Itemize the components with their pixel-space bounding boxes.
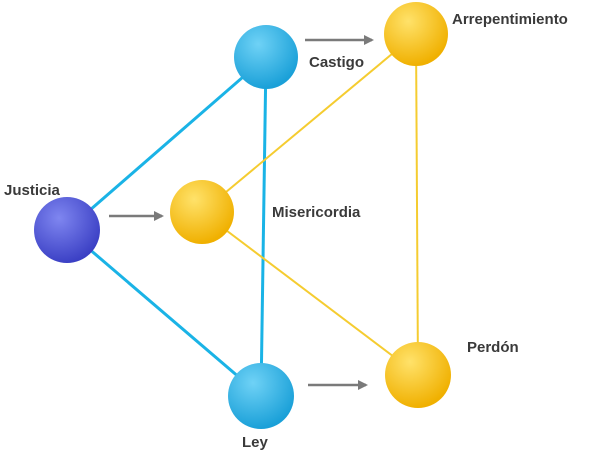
node-perdon [385,342,451,408]
edge-misericordia-perdon [201,211,419,376]
label-misericordia: Misericordia [272,204,361,221]
edge-justicia-castigo [66,55,267,232]
label-arrepentimiento: Arrepentimiento [452,11,568,28]
label-ley: Ley [242,434,269,451]
node-arrepentimiento [384,2,448,66]
label-justicia: Justicia [4,182,61,199]
label-perdon: Perdón [467,339,519,356]
label-castigo: Castigo [309,54,364,71]
edge-arrepentimiento-perdon [415,33,419,376]
edge-misericordia-arrepentimiento [201,33,417,213]
node-ley [228,363,294,429]
edge-justicia-ley [66,228,262,398]
node-justicia [34,197,100,263]
node-castigo [234,25,298,89]
node-misericordia [170,180,234,244]
edge-castigo-ley [259,56,268,397]
